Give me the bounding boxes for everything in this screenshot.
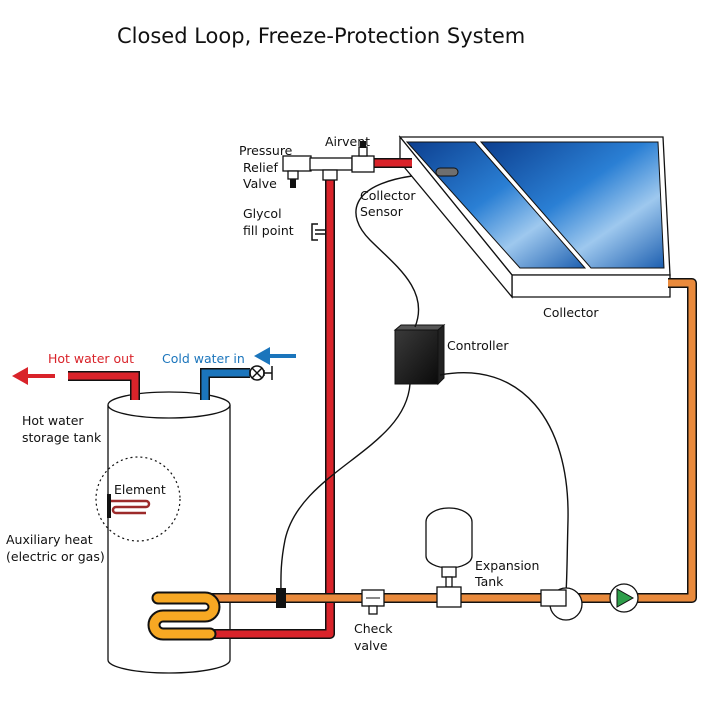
glycol-fill-point-icon xyxy=(311,223,325,241)
heat-exchanger-coil xyxy=(147,591,221,641)
label-collector-sensor-1: Collector xyxy=(360,188,416,203)
pump-icon xyxy=(609,583,639,613)
label-airvent: Airvent xyxy=(325,134,370,149)
control-wires xyxy=(280,175,569,597)
label-hot-water-out: Hot water out xyxy=(48,351,134,366)
label-aux-1: Auxiliary heat xyxy=(6,532,93,547)
expansion-tank xyxy=(425,507,473,608)
tee-fitting-icon xyxy=(309,157,353,181)
label-expansion-1: Expansion xyxy=(475,558,539,573)
label-tank-1: Hot water xyxy=(22,413,84,428)
label-element: Element xyxy=(114,482,166,497)
element-callout xyxy=(95,456,181,542)
label-glycol-2: fill point xyxy=(243,223,294,238)
label-pressure-relief-2: Relief xyxy=(243,160,278,175)
label-controller: Controller xyxy=(447,338,509,353)
pump-housing-icon xyxy=(540,587,583,621)
label-collector: Collector xyxy=(543,305,599,320)
hot-water-out-arrow xyxy=(12,367,55,385)
label-cold-water-in: Cold water in xyxy=(162,351,245,366)
pipe-sensor-icon xyxy=(276,588,286,608)
label-glycol-1: Glycol xyxy=(243,206,282,221)
label-expansion-2: Tank xyxy=(474,574,504,589)
cold-water-in-pipe xyxy=(200,368,250,400)
cold-water-in-arrow xyxy=(254,347,296,365)
hot-water-out-pipe xyxy=(68,371,140,400)
label-check-1: Check xyxy=(354,621,393,636)
heating-element-icon xyxy=(107,494,151,518)
cold-loop-pipe xyxy=(160,278,697,603)
label-check-2: valve xyxy=(354,638,388,653)
check-valve-icon xyxy=(361,589,385,615)
label-tank-2: storage tank xyxy=(22,430,102,445)
controller-box xyxy=(393,323,446,386)
diagram-title: Closed Loop, Freeze-Protection System xyxy=(117,24,525,48)
label-aux-2: (electric or gas) xyxy=(6,549,105,564)
solar-collector-panel xyxy=(398,135,671,299)
label-collector-sensor-2: Sensor xyxy=(360,204,404,219)
label-pressure-relief-3: Valve xyxy=(243,176,277,191)
label-pressure-relief-1: Pressure xyxy=(239,143,293,158)
cold-water-valve-icon xyxy=(249,365,273,381)
collector-sensor-icon xyxy=(435,167,459,177)
airvent-icon xyxy=(351,141,375,173)
pressure-relief-valve-icon xyxy=(282,155,312,188)
